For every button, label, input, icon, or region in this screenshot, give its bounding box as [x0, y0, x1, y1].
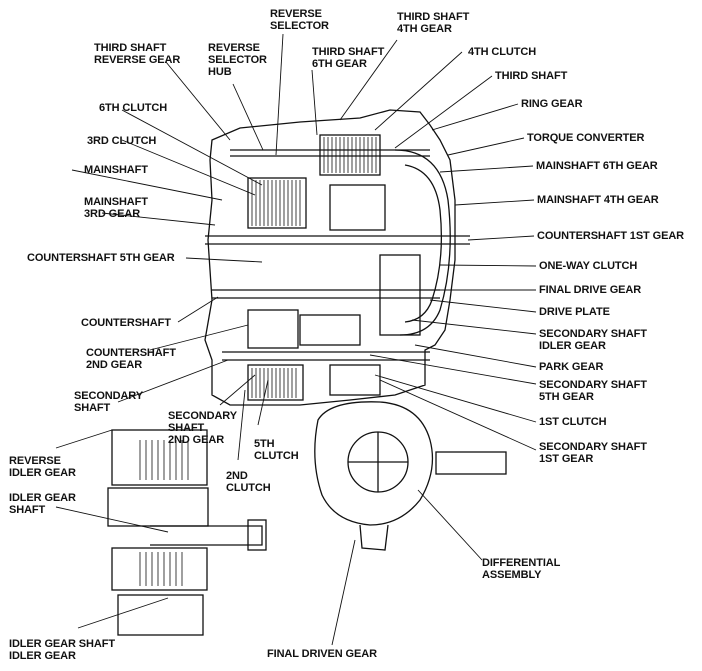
label-drive-plate: DRIVE PLATE — [539, 306, 610, 318]
label-3rd-clutch: 3RD CLUTCH — [87, 135, 157, 147]
reverse-idler-hatching — [139, 440, 189, 480]
label-secondary-shaft-idler-gear: SECONDARY SHAFT IDLER GEAR — [539, 328, 647, 352]
label-reverse-selector-hub: REVERSE SELECTOR HUB — [208, 42, 267, 78]
label-5th-clutch: 5TH CLUTCH — [254, 438, 299, 462]
differential-bottom-neck — [359, 524, 389, 551]
label-differential-assembly: DIFFERENTIAL ASSEMBLY — [482, 557, 561, 581]
mainshaft-gear-set — [329, 184, 386, 231]
label-ring-gear: RING GEAR — [521, 98, 583, 110]
label-countershaft-2nd-gear: COUNTERSHAFT 2ND GEAR — [86, 347, 176, 371]
label-1st-clutch: 1ST CLUTCH — [539, 416, 607, 428]
label-mainshaft: MAINSHAFT — [84, 164, 148, 176]
label-secondary-shaft: SECONDARY SHAFT — [74, 390, 143, 414]
label-countershaft-5th-gear: COUNTERSHAFT 5TH GEAR — [27, 252, 175, 264]
label-countershaft-1st-gear: COUNTERSHAFT 1ST GEAR — [537, 230, 685, 242]
clutch-disc-hatching-upper — [251, 180, 301, 226]
label-park-gear: PARK GEAR — [539, 361, 604, 373]
label-mainshaft-4th-gear: MAINSHAFT 4TH GEAR — [537, 194, 659, 206]
idler-gear-lower-housing — [111, 547, 208, 591]
label-idler-gear-shaft: IDLER GEAR SHAFT — [9, 492, 76, 516]
torque-converter-outline — [394, 149, 451, 336]
fourth-clutch-pack — [319, 134, 381, 176]
second-fifth-clutch-pack — [247, 364, 304, 401]
differential-cross — [348, 432, 408, 492]
label-4th-clutch: 4TH CLUTCH — [468, 46, 537, 58]
idler-gear-shaft-extension — [150, 525, 263, 546]
label-reverse-idler-gear: REVERSE IDLER GEAR — [9, 455, 76, 479]
third-shaft-line — [230, 149, 430, 157]
idler-gear-set — [299, 314, 361, 346]
label-countershaft: COUNTERSHAFT — [81, 317, 171, 329]
label-third-shaft-6th-gear: THIRD SHAFT 6TH GEAR — [312, 46, 385, 70]
differential-housing — [314, 401, 434, 526]
label-one-way-clutch: ONE-WAY CLUTCH — [539, 260, 638, 272]
label-6th-clutch: 6TH CLUTCH — [99, 102, 168, 114]
torque-converter-inner — [404, 164, 443, 323]
label-torque-converter: TORQUE CONVERTER — [527, 132, 645, 144]
secondary-shaft-line — [222, 351, 430, 361]
idler-gear-hatching — [139, 552, 183, 586]
label-mainshaft-3rd-gear: MAINSHAFT 3RD GEAR — [84, 196, 148, 220]
label-secondary-shaft-1st-gear: SECONDARY SHAFT 1ST GEAR — [539, 441, 647, 465]
label-third-shaft-reverse-gear: THIRD SHAFT REVERSE GEAR — [94, 42, 181, 66]
idler-gear-upper-housing — [107, 487, 209, 527]
label-third-shaft-4th-gear: THIRD SHAFT 4TH GEAR — [397, 11, 470, 35]
label-mainshaft-6th-gear: MAINSHAFT 6TH GEAR — [536, 160, 658, 172]
reverse-idler-housing — [111, 429, 208, 486]
label-third-shaft: THIRD SHAFT — [495, 70, 568, 82]
label-secondary-shaft-5th-gear: SECONDARY SHAFT 5TH GEAR — [539, 379, 647, 403]
label-reverse-selector: REVERSE SELECTOR — [270, 8, 329, 32]
third-sixth-clutch-pack — [247, 177, 307, 229]
label-secondary-shaft-2nd-gear: SECONDARY SHAFT 2ND GEAR — [168, 410, 237, 446]
mainshaft-line — [205, 235, 470, 245]
label-final-drive-gear: FINAL DRIVE GEAR — [539, 284, 642, 296]
countershaft-line — [212, 289, 440, 299]
countershaft-second-gear-pack — [247, 309, 299, 349]
axle-output — [435, 451, 507, 475]
leader-lines — [55, 33, 537, 646]
idler-shaft-end-bearing — [247, 519, 267, 551]
label-final-driven-gear: FINAL DRIVEN GEAR — [267, 648, 377, 660]
idler-gear-shaft-housing — [117, 594, 204, 636]
label-2nd-clutch: 2ND CLUTCH — [226, 470, 271, 494]
one-way-clutch-body — [379, 254, 421, 336]
first-clutch-pack — [329, 364, 381, 396]
label-idler-gear-shaft-idler-gear: IDLER GEAR SHAFT IDLER GEAR — [9, 638, 115, 662]
transmission-housing-outline — [204, 109, 456, 406]
fourth-clutch-hatching — [323, 137, 377, 173]
clutch-disc-hatching-lower — [251, 368, 297, 398]
